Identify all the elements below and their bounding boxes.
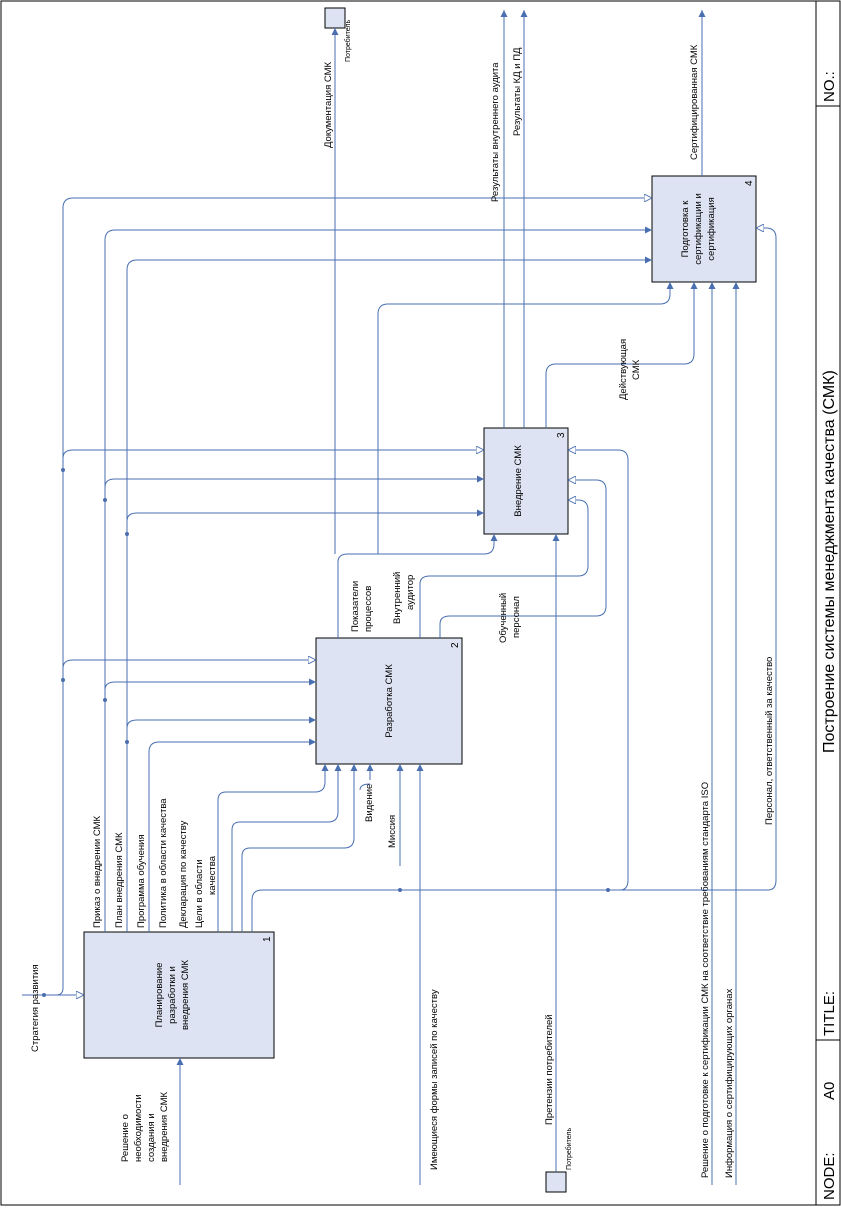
svg-text:необходимости: необходимости	[133, 1094, 144, 1162]
arrow-strategy[interactable]: Стратегия развития	[22, 198, 652, 1052]
arrow-cert-info[interactable]: Информация о сертифицирующих органах	[724, 282, 740, 1185]
label-personnel: Персонал, ответственный за качество	[764, 657, 775, 825]
title-label: TITLE:	[821, 991, 838, 1036]
arrow-training[interactable]: Программа обучения	[136, 738, 316, 932]
arrow-personnel[interactable]: Персонал, ответственный за качество	[251, 228, 777, 932]
function-box-2[interactable]: Разработка СМК 2	[315, 637, 463, 765]
svg-text:сертификации и: сертификации и	[693, 193, 704, 265]
node-value: A0	[821, 1082, 838, 1100]
diagram-title: Построение системы менеджмента качества …	[821, 370, 838, 753]
svg-text:Показатели: Показатели	[350, 581, 361, 632]
label-cert-info: Информация о сертифицирующих органах	[724, 988, 735, 1178]
svg-text:Потребитель: Потребитель	[565, 1128, 573, 1170]
function-box-4[interactable]: Подготовка к сертификации и сертификация…	[651, 175, 757, 283]
tunnel-consumer-top: Потребитель	[324, 7, 352, 62]
label-claims: Претензии потребителей	[544, 1014, 555, 1125]
svg-text:персонал: персонал	[511, 596, 522, 638]
function-box-3[interactable]: Внедрение СМК 3	[483, 427, 569, 535]
function-box-1[interactable]: Планирование разработки и внедрения СМК …	[83, 931, 275, 1059]
svg-text:Потребитель: Потребитель	[344, 20, 352, 62]
arrow-record-forms[interactable]: Имеющиеся формы записей по качеству	[416, 764, 440, 1185]
svg-text:внедрения СМК: внедрения СМК	[180, 960, 191, 1030]
svg-text:Действующая: Действующая	[618, 339, 629, 400]
label-record-forms: Имеющиеся формы записей по качеству	[429, 989, 440, 1170]
node-label: NODE:	[821, 1152, 838, 1200]
arrow-order[interactable]: Приказ о внедрении СМК	[92, 226, 652, 932]
svg-text:аудитор: аудитор	[405, 575, 416, 610]
svg-text:Цели в области: Цели в области	[194, 859, 205, 928]
arrow-claims[interactable]: Претензии потребителей	[544, 534, 560, 1172]
arrow-decision-need[interactable]: Решение о необходимости создания и внедр…	[120, 1058, 184, 1185]
svg-text:Внедрение СМК: Внедрение СМК	[513, 445, 524, 517]
label-strategy: Стратегия развития	[30, 964, 41, 1052]
svg-text:создания и: создания и	[146, 1113, 157, 1162]
svg-text:сертификация: сертификация	[706, 197, 717, 260]
arrow-plan[interactable]: План внедрения СМК	[114, 256, 652, 932]
svg-text:процессов: процессов	[363, 586, 374, 632]
arrow-trained-staff[interactable]: Обученный персонал	[439, 480, 607, 643]
arrow-policy[interactable]: Политика в области качества	[158, 764, 329, 932]
arrow-audit-results[interactable]: Результаты внутреннего аудита	[490, 10, 508, 428]
svg-text:Решение о: Решение о	[120, 1114, 131, 1162]
svg-text:разработки и: разработки и	[167, 966, 178, 1024]
svg-text:4: 4	[744, 180, 755, 186]
arrow-goals[interactable]: Цели в области качества	[194, 764, 358, 932]
svg-text:Обученный: Обученный	[498, 593, 509, 643]
label-policy: Политика в области качества	[158, 798, 169, 928]
tunnel-consumer-bottom: Потребитель	[545, 1128, 573, 1193]
svg-text:СМК: СМК	[631, 359, 642, 380]
label-qms-docs: Документация СМК	[323, 61, 334, 148]
arrow-declaration[interactable]: Декларация по качеству	[178, 764, 342, 932]
label-training: Программа обучения	[136, 834, 147, 928]
arrow-active-qms[interactable]: Действующая СМК	[545, 282, 698, 428]
label-kd-pd-results: Результаты КД и ПД	[512, 47, 523, 136]
label-mission: Миссия	[387, 815, 398, 848]
label-audit-results: Результаты внутреннего аудита	[490, 62, 501, 202]
arrow-internal-auditor[interactable]: Внутренний аудитор	[392, 500, 589, 638]
label-certified-qms: Сертифицированная СМК	[689, 44, 700, 160]
arrow-qms-docs[interactable]: Документация СМК	[323, 28, 339, 554]
svg-text:2: 2	[450, 642, 461, 648]
no-label: NO.:	[821, 71, 838, 102]
svg-text:Внутренний: Внутренний	[392, 572, 403, 624]
arrow-cert-decision[interactable]: Решение о подготовке к сертификации СМК …	[700, 282, 716, 1185]
label-declaration: Декларация по качеству	[178, 820, 189, 928]
arrow-kd-pd-results[interactable]: Результаты КД и ПД	[512, 10, 528, 428]
svg-text:качества: качества	[207, 855, 218, 895]
label-plan: План внедрения СМК	[114, 832, 125, 928]
label-order: Приказ о внедрении СМК	[92, 815, 103, 928]
svg-text:1: 1	[262, 936, 273, 942]
arrow-mission[interactable]: Миссия	[387, 764, 404, 866]
svg-text:Планирование: Планирование	[154, 963, 165, 1028]
label-cert-decision: Решение о подготовке к сертификации СМК …	[700, 782, 711, 1178]
svg-text:внедрения СМК: внедрения СМК	[159, 1092, 170, 1162]
svg-text:Разработка СМК: Разработка СМК	[384, 664, 395, 738]
svg-text:3: 3	[556, 432, 567, 438]
svg-text:Подготовка к: Подготовка к	[680, 200, 691, 258]
arrow-certified-qms[interactable]: Сертифицированная СМК	[689, 10, 706, 176]
label-vision: Видение	[364, 784, 375, 822]
arrow-vision[interactable]: Видение	[359, 764, 375, 822]
